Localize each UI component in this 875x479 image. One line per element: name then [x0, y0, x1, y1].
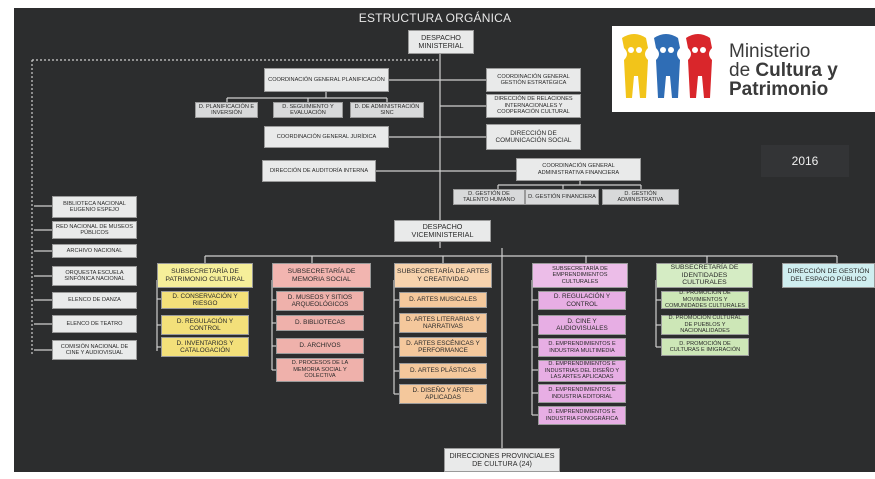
despacho-ministerial: DESPACHO MINISTERIAL: [408, 30, 474, 54]
artes-item: D. ARTES LITERARIAS Y NARRATIVAS: [399, 313, 487, 333]
memoria-item: D. ARCHIVOS: [276, 338, 364, 354]
despacho-viceministerial: DESPACHO VICEMINISTERIAL: [394, 220, 491, 242]
chart-title: ESTRUCTURA ORGÁNICA: [358, 11, 512, 25]
left-entity-teatro: ELENCO DE TEATRO: [52, 315, 137, 333]
logo-line-2-prefix: de: [729, 60, 756, 81]
identidades-item: D. PROMOCIÓN DE MOVIMIENTOS Y COMUNIDADE…: [661, 290, 749, 309]
artes-item: D. ARTES PLÁSTICAS: [399, 363, 487, 379]
artes-item: D. DISEÑO Y ARTES APLICADAS: [399, 384, 487, 404]
logo-text: Ministerio de Cultura y Patrimonio: [729, 42, 838, 99]
auditoria-interna: DIRECCIÓN DE AUDITORÍA INTERNA: [262, 160, 376, 182]
subsecretaria-patrimonio: SUBSECRETARÍA DE PATRIMONIO CULTURAL: [157, 263, 253, 288]
identidades-item: D. PROMOCIÓN DE CULTURAS E IMIGRACIÓN: [661, 338, 749, 356]
logo-line-2-bold: Cultura y: [755, 60, 838, 81]
left-entity-biblioteca: BIBLIOTECA NACIONAL EUGENIO ESPEJO: [52, 196, 137, 218]
d-gestion-administrativa: D. GESTIÓN ADMINISTRATIVA: [602, 189, 679, 205]
d-administracion-sinc: D. DE ADMINISTRACIÓN SINC: [350, 102, 424, 118]
emprendimientos-item: D. EMPRENDIMIENTOS E INDUSTRIA EDITORIAL: [538, 384, 626, 403]
left-entity-orquesta: ORQUESTA ESCUELA SINFÓNICA NACIONAL: [52, 266, 137, 286]
relaciones-internacionales: DIRECCIÓN DE RELACIONES INTERNACIONALES …: [486, 94, 581, 118]
d-planificacion-inversion: D. PLANIFICACIÓN E INVERSIÓN: [195, 102, 258, 118]
emprendimientos-item: D. EMPRENDIMIENTOS E INDUSTRIA MULTIMEDI…: [538, 338, 626, 357]
patrimonio-item: D. REGULACIÓN Y CONTROL: [161, 315, 249, 335]
emprendimientos-item: D. EMPRENDIMIENTOS E INDUSTRIA FONOGRÁFI…: [538, 406, 626, 425]
org-chart: ESTRUCTURA ORGÁNICA DESPACHO MINISTERIAL…: [14, 8, 875, 472]
left-entity-archivo: ARCHIVO NACIONAL: [52, 244, 137, 258]
connector-lines: [31, 54, 838, 448]
artes-item: D. ARTES MUSICALES: [399, 292, 487, 308]
subsecretaria-artes: SUBSECRETARÍA DE ARTES Y CREATIVIDAD: [394, 263, 492, 288]
emprendimientos-item: D. CINE Y AUDIOVISUALES: [538, 315, 626, 335]
d-talento-humano: D. GESTIÓN DE TALENTO HUMANO: [453, 189, 525, 205]
emprendimientos-item: D. REGULACIÓN Y CONTROL: [538, 291, 626, 310]
ministerio-logo: Ministerio de Cultura y Patrimonio: [612, 26, 875, 112]
logo-line-3: Patrimonio: [729, 79, 829, 100]
memoria-item: D. MUSEOS Y SITIOS ARQUEOLÓGICOS: [276, 291, 364, 311]
year-label: 2016: [761, 145, 849, 177]
left-entity-museos: RED NACIONAL DE MUSEOS PÚBLICOS: [52, 221, 137, 239]
memoria-item: D. PROCESOS DE LA MEMORIA SOCIAL Y COLEC…: [276, 358, 364, 382]
memoria-item: D. BIBLIOTECAS: [276, 315, 364, 331]
artes-item: D. ARTES ESCÉNICAS Y PERFORMANCE: [399, 337, 487, 357]
d-gestion-financiera: D. GESTIÓN FINANCIERA: [525, 189, 599, 205]
logo-line-1: Ministerio: [729, 41, 811, 62]
coord-planificacion: COORDINACIÓN GENERAL PLANIFICACIÓN: [264, 68, 389, 92]
comunicacion-social: DIRECCIÓN DE COMUNICACIÓN SOCIAL: [486, 124, 581, 150]
left-entity-danza: ELENCO DE DANZA: [52, 292, 137, 309]
patrimonio-item: D. INVENTARIOS Y CATALOGACIÓN: [161, 337, 249, 357]
subsecretaria-identidades: SUBSECRETARÍA DE IDENTIDADES CULTURALES: [656, 263, 753, 288]
direcciones-provinciales: DIRECCIONES PROVINCIALES DE CULTURA (24): [444, 448, 560, 472]
subsecretaria-emprendimientos: SUBSECRETARÍA DE EMPRENDIMIENTOS CULTURA…: [532, 263, 628, 288]
patrimonio-item: D. CONSERVACIÓN Y RIESGO: [161, 291, 249, 309]
logo-figures-icon: [622, 34, 712, 98]
coord-administrativa-financiera: COORDINACIÓN GENERAL ADMINISTRATIVA FINA…: [516, 158, 641, 181]
left-entity-cine: COMISIÓN NACIONAL DE CINE Y AUDIOVISUAL: [52, 340, 137, 360]
subsecretaria-memoria: SUBSECRETARÍA DE MEMORIA SOCIAL: [272, 263, 371, 288]
identidades-item: D. PROMOCIÓN CULTURAL DE PUEBLOS Y NACIO…: [661, 315, 749, 335]
d-seguimiento-evaluacion: D. SEGUIMIENTO Y EVALUACIÓN: [273, 102, 343, 118]
emprendimientos-item: D. EMPRENDIMIENTOS E INDUSTRIAS DEL DISE…: [538, 360, 626, 382]
coord-gestion-estrategica: COORDINACIÓN GENERAL GESTIÓN ESTRATÉGICA: [486, 68, 581, 92]
coord-juridica: COORDINACIÓN GENERAL JURÍDICA: [264, 126, 389, 148]
direccion-espacio-publico: DIRECCIÓN DE GESTIÓN DEL ESPACIO PÚBLICO: [782, 263, 875, 288]
